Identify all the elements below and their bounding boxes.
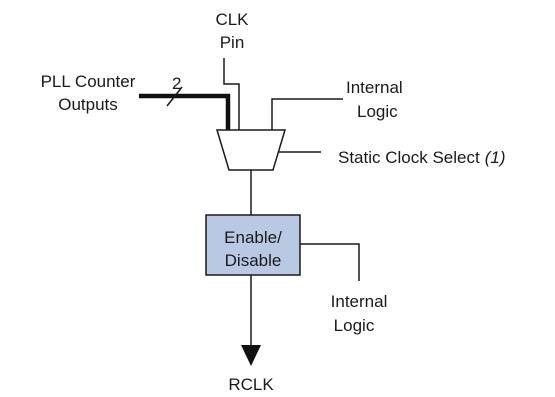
static-clock-select-note: (1) — [485, 148, 506, 167]
internal-logic-bottom-label-line1: Internal — [331, 292, 388, 311]
clk-pin-wire — [223, 58, 240, 130]
static-clock-select-text: Static Clock Select — [338, 148, 480, 167]
internal-logic-top-label-line2: Logic — [357, 102, 398, 121]
bus-width-label: 2 — [172, 74, 181, 93]
clk-pin-label-line1: CLK — [215, 10, 249, 29]
clock-select-multiplexer — [215, 129, 287, 171]
internal-logic-bottom-label-line2: Logic — [334, 316, 375, 335]
internal-logic-top-label-line1: Internal — [346, 78, 403, 97]
pll-counter-label-line1: PLL Counter — [41, 72, 136, 91]
internal-logic-bottom-wire — [300, 243, 360, 281]
enable-disable-label-line2: Disable — [225, 251, 282, 270]
static-clock-select-label: Static Clock Select (1) — [338, 148, 506, 167]
rclk-label: RCLK — [228, 375, 274, 394]
clk-pin-label-line2: Pin — [220, 33, 245, 52]
pll-counter-label-line2: Outputs — [58, 95, 118, 114]
output-arrow-icon — [241, 345, 261, 366]
enable-disable-block — [205, 214, 301, 276]
pll-counter-bus — [139, 93, 231, 130]
bus-width-slash — [166, 86, 183, 107]
enable-disable-label-line1: Enable/ — [224, 228, 282, 247]
internal-logic-top-wire — [271, 98, 343, 130]
